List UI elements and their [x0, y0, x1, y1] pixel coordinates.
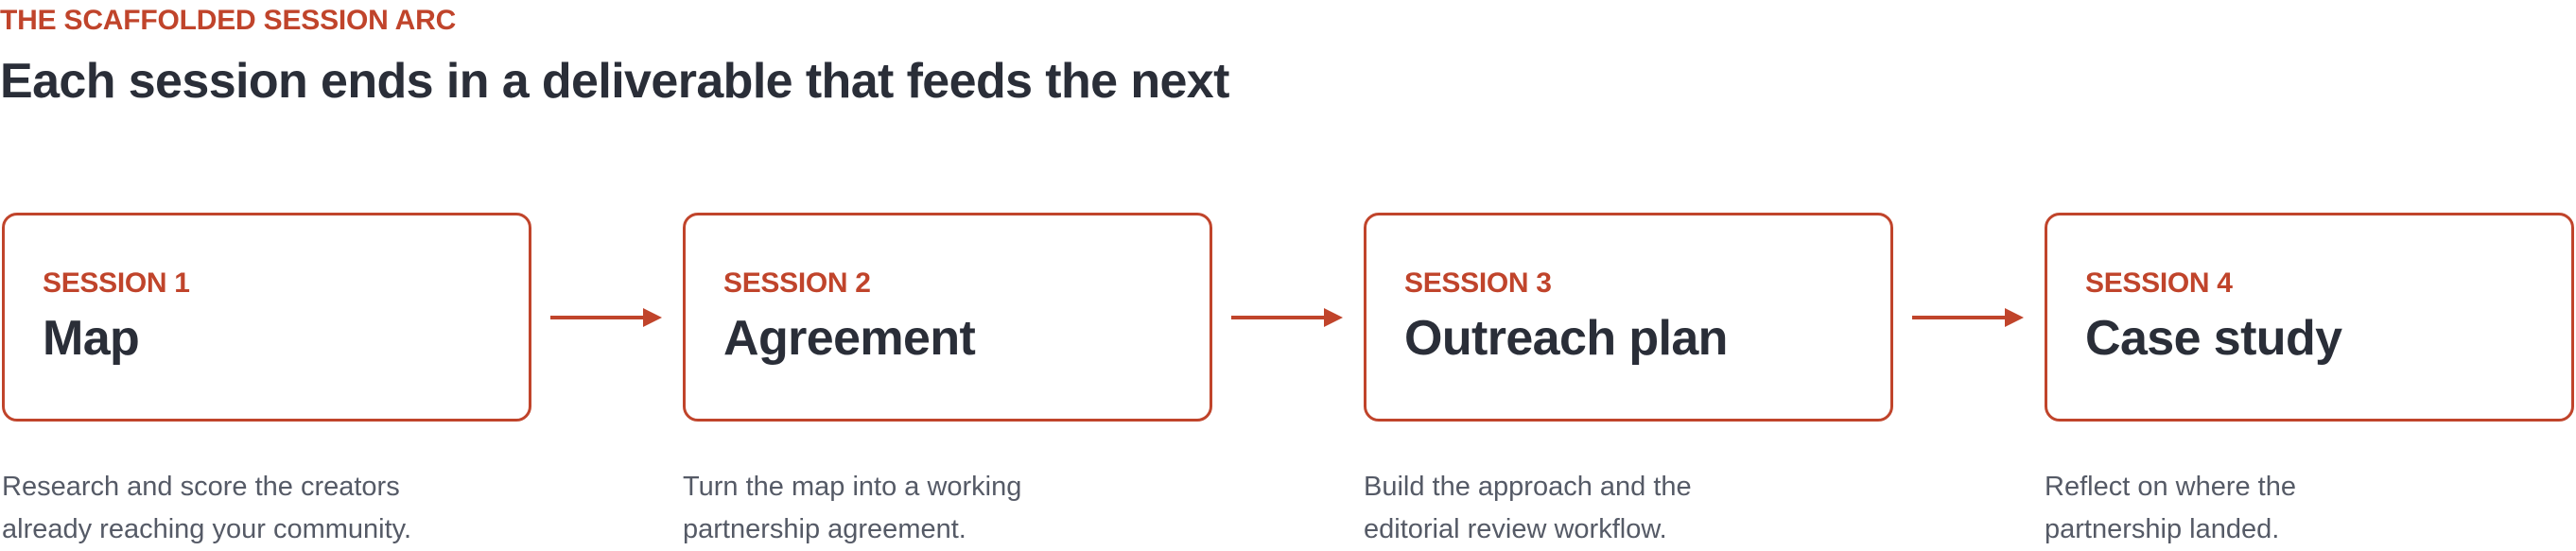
description-line: partnership landed.: [2045, 514, 2280, 544]
page-title: Each session ends in a deliverable that …: [0, 54, 1229, 109]
arrow-right-icon: [1912, 308, 2024, 327]
session-title: Case study: [2085, 311, 2342, 366]
session-description-1: Research and score the creators already …: [2, 466, 531, 551]
session-card-1: SESSION 1 Map: [2, 213, 531, 422]
session-description-2: Turn the map into a working partnership …: [683, 466, 1212, 551]
eyebrow-label: THE SCAFFOLDED SESSION ARC: [0, 5, 457, 36]
session-card-3: SESSION 3 Outreach plan: [1364, 213, 1893, 422]
session-title: Outreach plan: [1404, 311, 1728, 366]
description-line: editorial review workflow.: [1364, 514, 1667, 544]
session-description-4: Reflect on where the partnership landed.: [2045, 466, 2574, 551]
session-description-3: Build the approach and the editorial rev…: [1364, 466, 1893, 551]
session-card-2: SESSION 2 Agreement: [683, 213, 1212, 422]
arrow-right-icon: [1231, 308, 1343, 327]
session-card-4: SESSION 4 Case study: [2045, 213, 2574, 422]
description-line: already reaching your community.: [2, 514, 412, 544]
description-line: Reflect on where the: [2045, 472, 2296, 502]
session-number: SESSION 2: [723, 267, 871, 299]
session-number: SESSION 1: [43, 267, 190, 299]
description-line: partnership agreement.: [683, 514, 966, 544]
description-line: Build the approach and the: [1364, 472, 1692, 502]
session-title: Map: [43, 311, 140, 366]
session-number: SESSION 4: [2085, 267, 2233, 299]
description-line: Turn the map into a working: [683, 472, 1022, 502]
description-line: Research and score the creators: [2, 472, 400, 502]
session-title: Agreement: [723, 311, 976, 366]
session-number: SESSION 3: [1404, 267, 1552, 299]
arrow-right-icon: [550, 308, 662, 327]
